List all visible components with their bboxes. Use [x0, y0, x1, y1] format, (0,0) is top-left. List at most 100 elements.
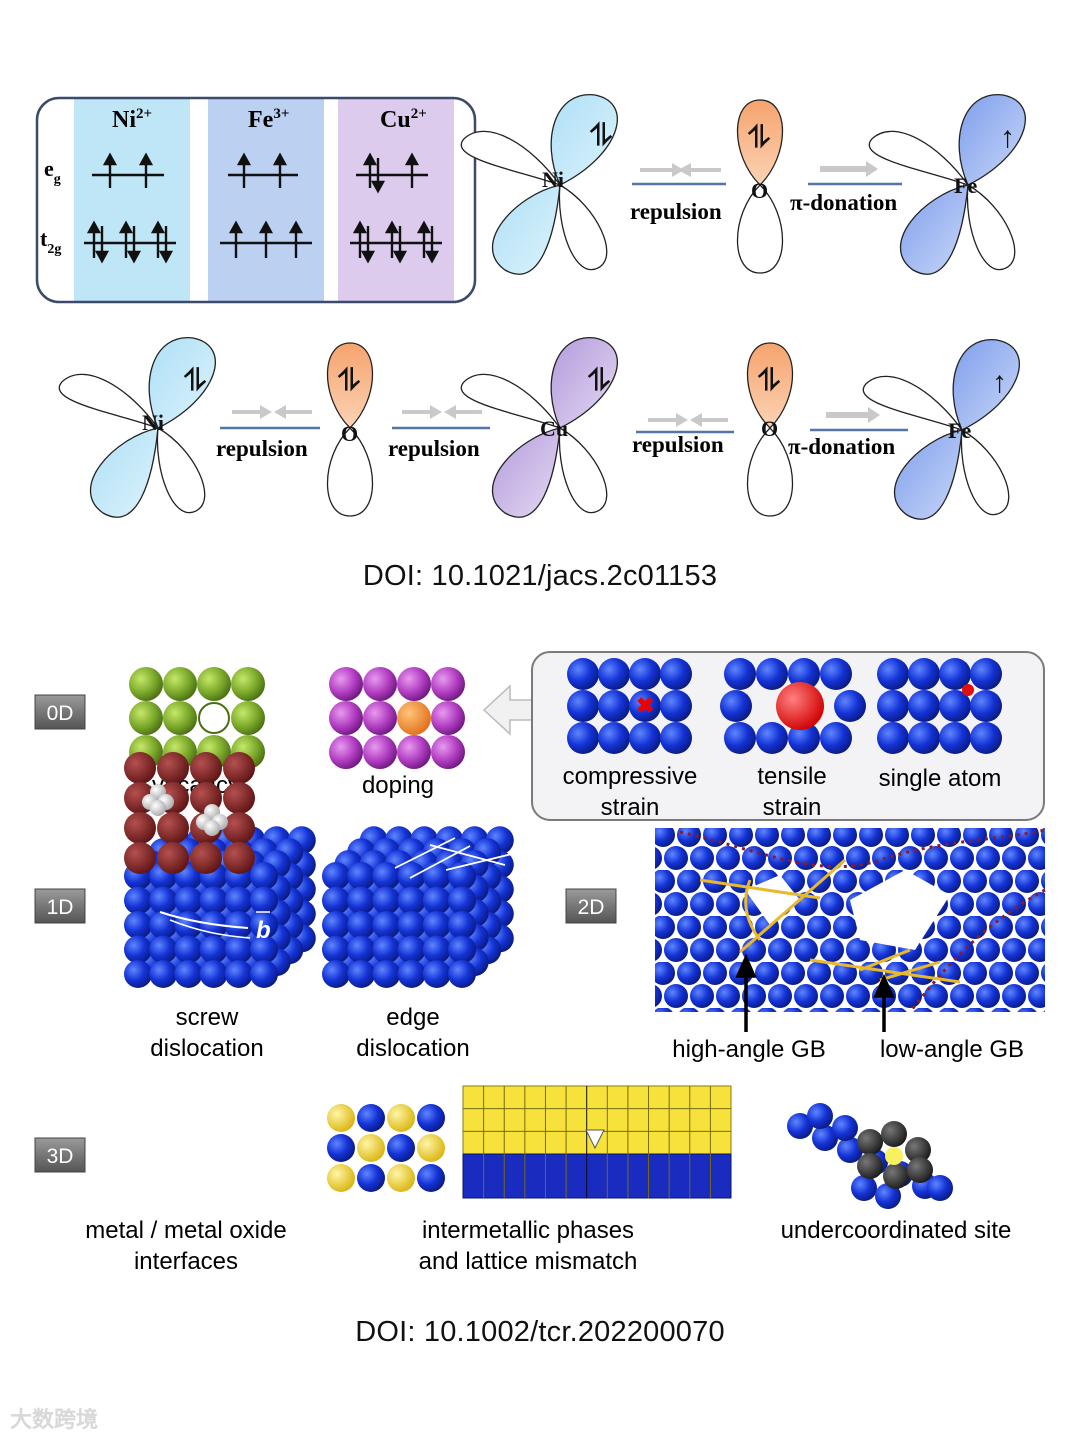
surface-atom	[851, 1175, 877, 1201]
host-atom	[397, 667, 431, 701]
host-atom	[660, 690, 692, 722]
svg-text:2D: 2D	[578, 896, 605, 919]
doi-top: DOI: 10.1021/jacs.2c01153	[362, 560, 718, 592]
grain-boundary-panel	[655, 828, 1046, 1032]
host-atom	[163, 701, 197, 735]
lattice-atom	[199, 960, 228, 988]
intermetallic-atom	[357, 1164, 385, 1192]
host-atom	[788, 722, 820, 754]
o-p-orbital-row2-b: O ⥮	[746, 342, 794, 517]
single-atom-lattice	[877, 658, 1002, 754]
metal-atom	[124, 842, 156, 874]
svg-text:1D: 1D	[47, 896, 74, 919]
electron-pair-icon: ⥮	[589, 119, 613, 152]
host-atom	[660, 722, 692, 754]
lattice-atom	[149, 911, 178, 939]
host-atom	[363, 735, 397, 769]
intermetallic-atom	[357, 1104, 385, 1132]
host-atom	[724, 658, 756, 690]
lattice-atom	[124, 935, 152, 964]
lattice-atom	[448, 862, 476, 890]
compressive-label-1: compressive	[563, 763, 698, 790]
lattice-atom	[347, 960, 376, 988]
host-atom	[329, 735, 363, 769]
lattice-atom	[347, 886, 376, 915]
metal-atom	[157, 752, 189, 784]
cu-d-orbital-row2: Cu ⥮	[460, 337, 618, 518]
atom-label: Ni	[542, 167, 564, 192]
burgers-vector: b	[159, 911, 271, 944]
host-atom	[970, 690, 1002, 722]
link-repulsion-row2-b: repulsion	[388, 405, 490, 461]
metal-atom	[190, 752, 222, 784]
edge-dislocation-cluster	[322, 826, 514, 988]
intermetallic-atom	[387, 1104, 415, 1132]
single-atom	[962, 684, 974, 696]
lattice-atom	[174, 935, 203, 964]
lattice-atom	[224, 886, 253, 915]
host-atom	[598, 722, 630, 754]
intermetallic-label-1: intermetallic phases	[422, 1217, 634, 1244]
lattice-atom	[347, 862, 376, 890]
intermetallic-atom	[387, 1164, 415, 1192]
host-atom	[877, 722, 909, 754]
atom-label: Ni	[142, 410, 164, 435]
dopant-atom	[397, 701, 431, 735]
fe-d-orbital-row1: Fe ↑	[868, 94, 1026, 275]
lattice-atom	[250, 862, 278, 890]
strain-box: ✖ compressive strain tensile strain sing…	[531, 651, 1045, 821]
electron-up-icon: ↑	[992, 366, 1007, 399]
metal-atom	[157, 842, 189, 874]
atom-label: Cu	[540, 416, 568, 441]
small-dopant-icon: ✖	[636, 693, 654, 718]
lattice-atom	[250, 960, 278, 988]
host-atom	[834, 690, 866, 722]
edge-lines	[394, 837, 521, 879]
metal-atom	[124, 752, 156, 784]
host-atom	[363, 701, 397, 735]
lattice-atom	[199, 935, 228, 964]
tensile-label-1: tensile	[757, 763, 826, 790]
oxide-cluster-atom	[204, 820, 220, 836]
lattice-atom	[124, 911, 152, 939]
lattice-atom	[124, 886, 152, 915]
link-label: repulsion	[388, 436, 480, 461]
host-atom	[567, 690, 599, 722]
metal-atom	[223, 782, 255, 814]
host-atom	[629, 658, 661, 690]
lattice-atom	[174, 960, 203, 988]
lattice-atom	[322, 886, 350, 915]
lattice-mismatch-grid	[462, 1085, 732, 1199]
host-atom	[756, 658, 788, 690]
lattice-atom	[124, 960, 152, 988]
link-label: repulsion	[630, 199, 722, 224]
coordination-atom	[883, 1163, 909, 1189]
surface-atom	[812, 1125, 838, 1151]
lattice-atom	[397, 960, 426, 988]
host-atom	[397, 735, 431, 769]
host-atom	[629, 690, 661, 722]
lattice-atom	[149, 935, 178, 964]
link-repulsion-row2-c: repulsion	[632, 413, 734, 457]
surface-atom	[837, 1137, 863, 1163]
lattice-atom	[322, 935, 350, 964]
lattice-atom	[448, 935, 476, 964]
lattice-atom	[224, 960, 253, 988]
screw-label-2: dislocation	[150, 1035, 263, 1062]
surface-atom	[875, 1183, 901, 1209]
lattice-atom	[250, 886, 278, 915]
lattice-atom	[199, 886, 228, 915]
intermetallic-atom	[417, 1104, 445, 1132]
svg-text:3D: 3D	[47, 1145, 74, 1168]
lattice-atom	[448, 886, 476, 915]
host-atom	[598, 690, 630, 722]
link-donation-row2: π-donation	[788, 407, 908, 459]
ni-d-orbital-row2: Ni ⥮	[58, 337, 216, 518]
host-atom	[431, 735, 465, 769]
intermetallic-atom	[417, 1134, 445, 1162]
lattice-atom	[397, 911, 426, 939]
atom-label: Fe	[954, 173, 977, 198]
undercoordinated-site-cluster	[787, 1103, 953, 1209]
orbital-diagram: Ni2+ Fe3+ Cu2+ eg t2g	[35, 94, 1026, 520]
host-atom	[329, 701, 363, 735]
